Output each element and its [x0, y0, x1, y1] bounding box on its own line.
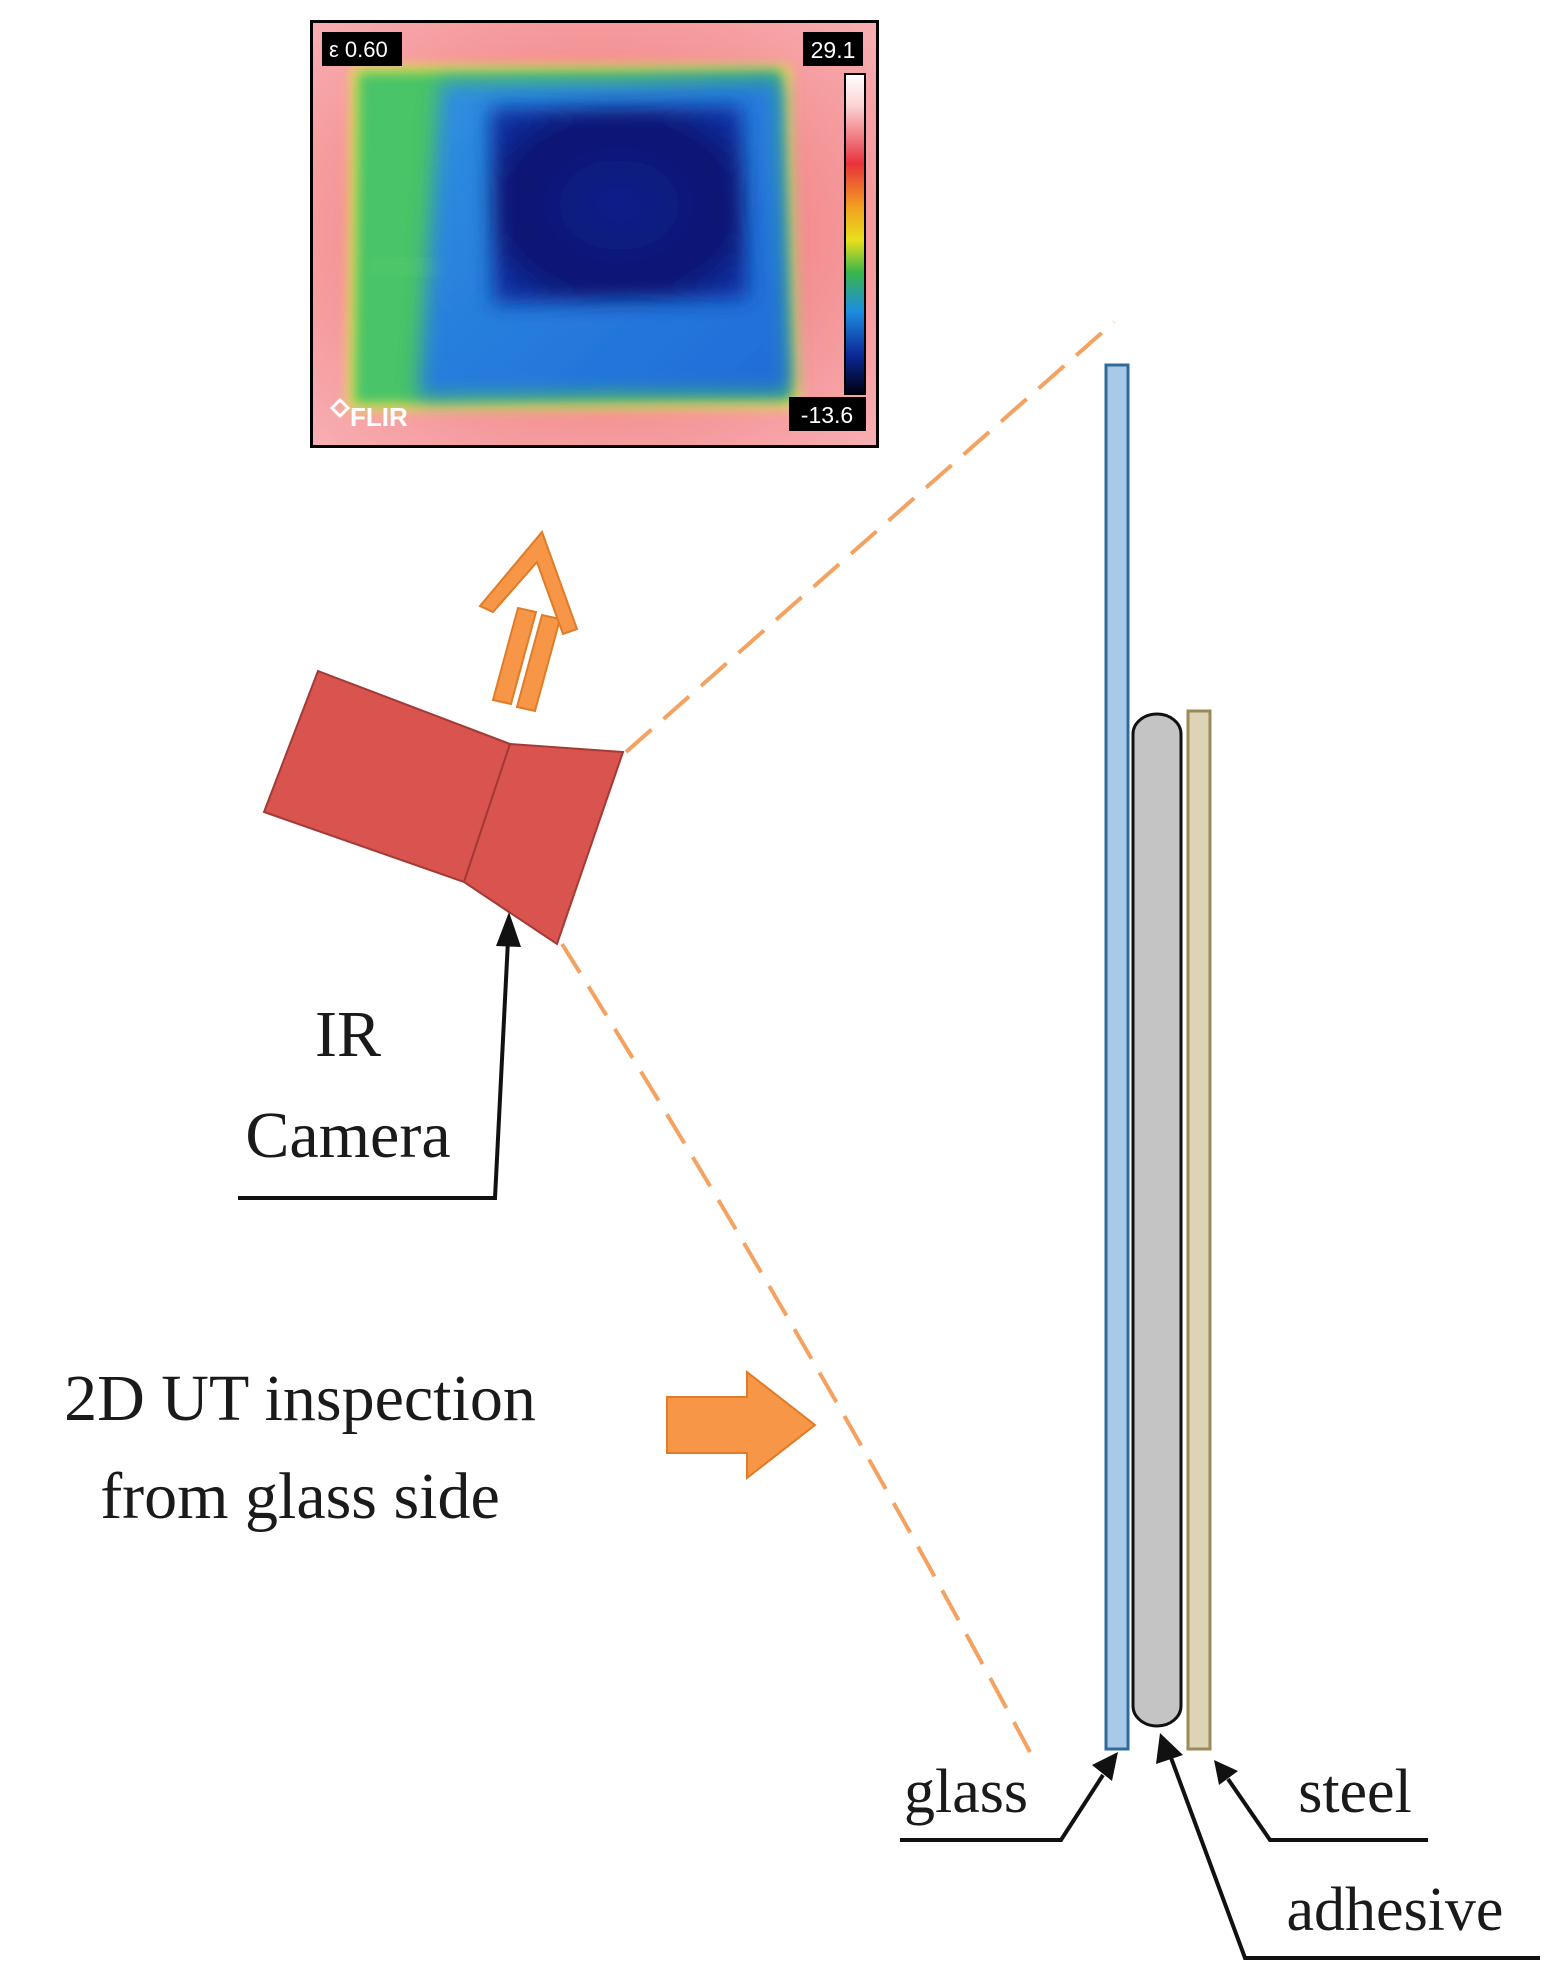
ir-camera [262, 669, 625, 946]
temperature-scale-bar [844, 73, 866, 395]
adhesive-pointer [1156, 1733, 1540, 1960]
ir-emission-arrow [478, 530, 579, 713]
fov-upper-line [624, 320, 1116, 754]
steel-label: steel [1298, 1758, 1412, 1826]
glass-label: glass [904, 1758, 1028, 1826]
temp-min-label: -13.6 [801, 402, 853, 428]
glass-pointer [900, 1752, 1118, 1842]
field-of-view-lines [560, 320, 1116, 1755]
thermal-image: ε 0.60 29.1 -13.6 FLIR [310, 20, 879, 448]
specimen-cross-section [1104, 363, 1212, 1751]
inspection-label-line1: 2D UT inspection [64, 1362, 536, 1435]
camera-label-line1: IR [315, 998, 381, 1071]
emissivity-badge [322, 32, 402, 66]
camera-body [262, 669, 512, 884]
adhesive-label: adhesive [1287, 1876, 1504, 1944]
temp-min-badge [789, 397, 866, 431]
adhesive-layer [1131, 712, 1183, 1728]
camera-pointer [238, 912, 521, 1200]
steel-layer [1186, 709, 1212, 1751]
flir-logo-text: FLIR [350, 402, 408, 432]
inspection-direction-arrow [666, 1369, 817, 1481]
emissivity-readout: ε 0.60 [329, 37, 388, 62]
fov-lower-line [560, 942, 1033, 1755]
camera-label-line2: Camera [245, 1099, 450, 1172]
camera-lens [462, 742, 625, 946]
temp-max-label: 29.1 [811, 37, 856, 63]
flir-logo: FLIR [329, 397, 408, 432]
steel-pointer [1214, 1760, 1428, 1842]
temp-max-badge [803, 32, 863, 66]
inspection-label-line2: from glass side [100, 1460, 500, 1533]
glass-layer [1104, 363, 1130, 1751]
